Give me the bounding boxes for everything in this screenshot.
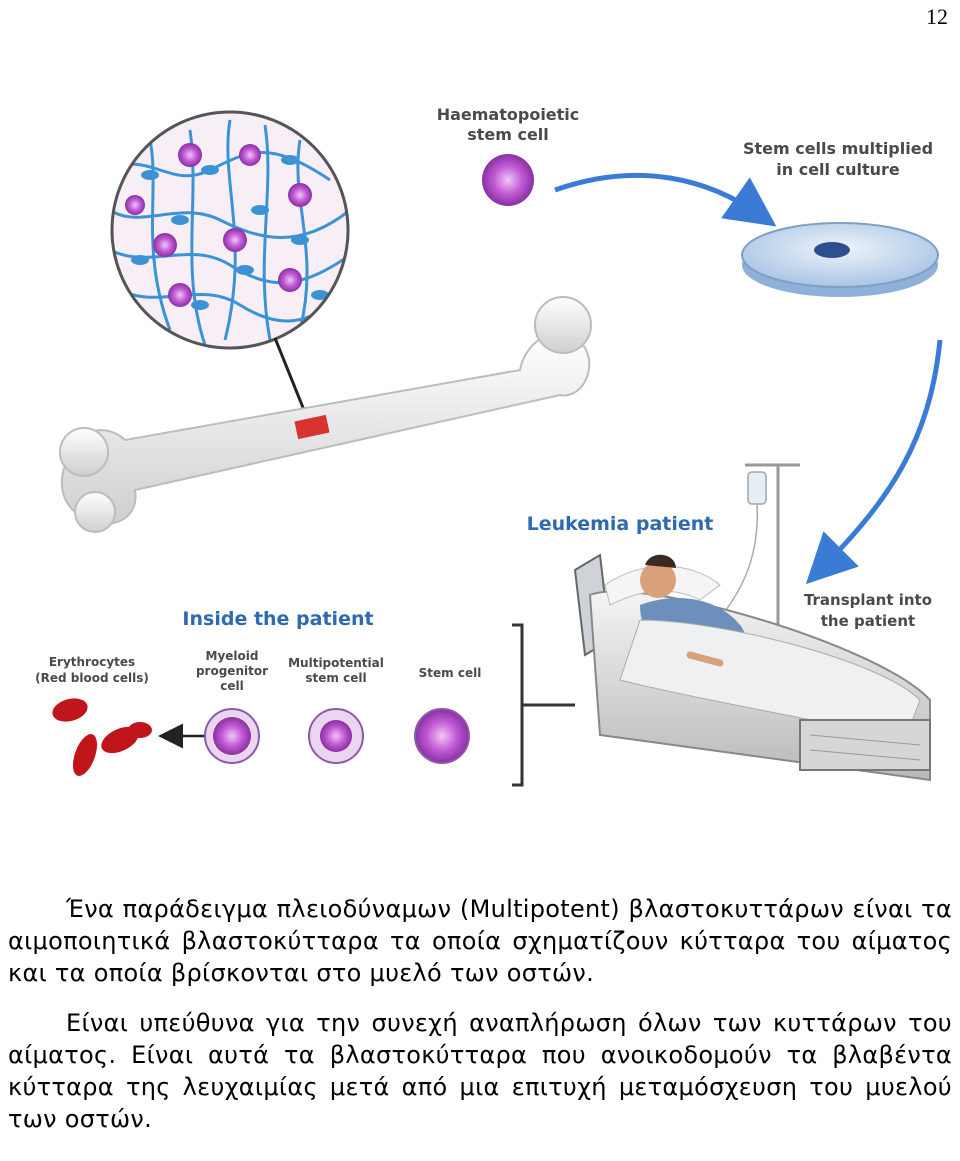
leukemia-patient-label: Leukemia patient [527, 513, 714, 535]
transplant-label-line1: Transplant into [804, 591, 932, 609]
arrow-to-patient [820, 340, 940, 570]
inside-patient-label: Inside the patient [182, 608, 373, 630]
arrow-to-culture [555, 175, 760, 215]
transplant-label-line2: the patient [821, 612, 915, 630]
body-text: Ένα παράδειγμα πλειοδύναμων (Multipotent… [8, 893, 952, 1135]
bracket [512, 625, 522, 785]
stem-cell-transplant-figure: Haematopoietic stem cell Stem cells mult… [0, 80, 960, 800]
stem-cell [415, 709, 469, 763]
page-number: 12 [926, 4, 948, 30]
hospital-bed-patient [575, 555, 930, 780]
stem-cell-label: Stem cell [419, 666, 482, 680]
petri-dish [742, 223, 938, 297]
multipotential-label-line1: Multipotential [288, 656, 384, 670]
myeloid-label-line2: progenitor [196, 664, 268, 678]
myeloid-progenitor-cell [205, 709, 259, 763]
multipotential-label-line2: stem cell [305, 671, 366, 685]
erythrocytes-label-line1: Erythrocytes [49, 655, 135, 669]
paragraph-1: Ένα παράδειγμα πλειοδύναμων (Multipotent… [8, 893, 952, 989]
paragraph-2: Είναι υπεύθυνα για την συνεχή αναπλήρωση… [8, 1007, 952, 1135]
multipotential-stem-cell [309, 709, 363, 763]
myeloid-label-line1: Myeloid [206, 649, 259, 663]
haematopoietic-label-line2: stem cell [467, 125, 549, 144]
haematopoietic-label-line1: Haematopoietic [437, 105, 580, 124]
multiplied-label-line2: in cell culture [776, 160, 900, 179]
haematopoietic-stem-cell [482, 154, 534, 206]
multiplied-label-line1: Stem cells multiplied [743, 139, 933, 158]
bone-marrow-magnification [110, 112, 350, 425]
myeloid-label-line3: cell [220, 679, 243, 693]
erythrocytes-label-line2: (Red blood cells) [35, 671, 149, 685]
femur-bone [60, 297, 591, 532]
red-blood-cells [50, 695, 152, 779]
